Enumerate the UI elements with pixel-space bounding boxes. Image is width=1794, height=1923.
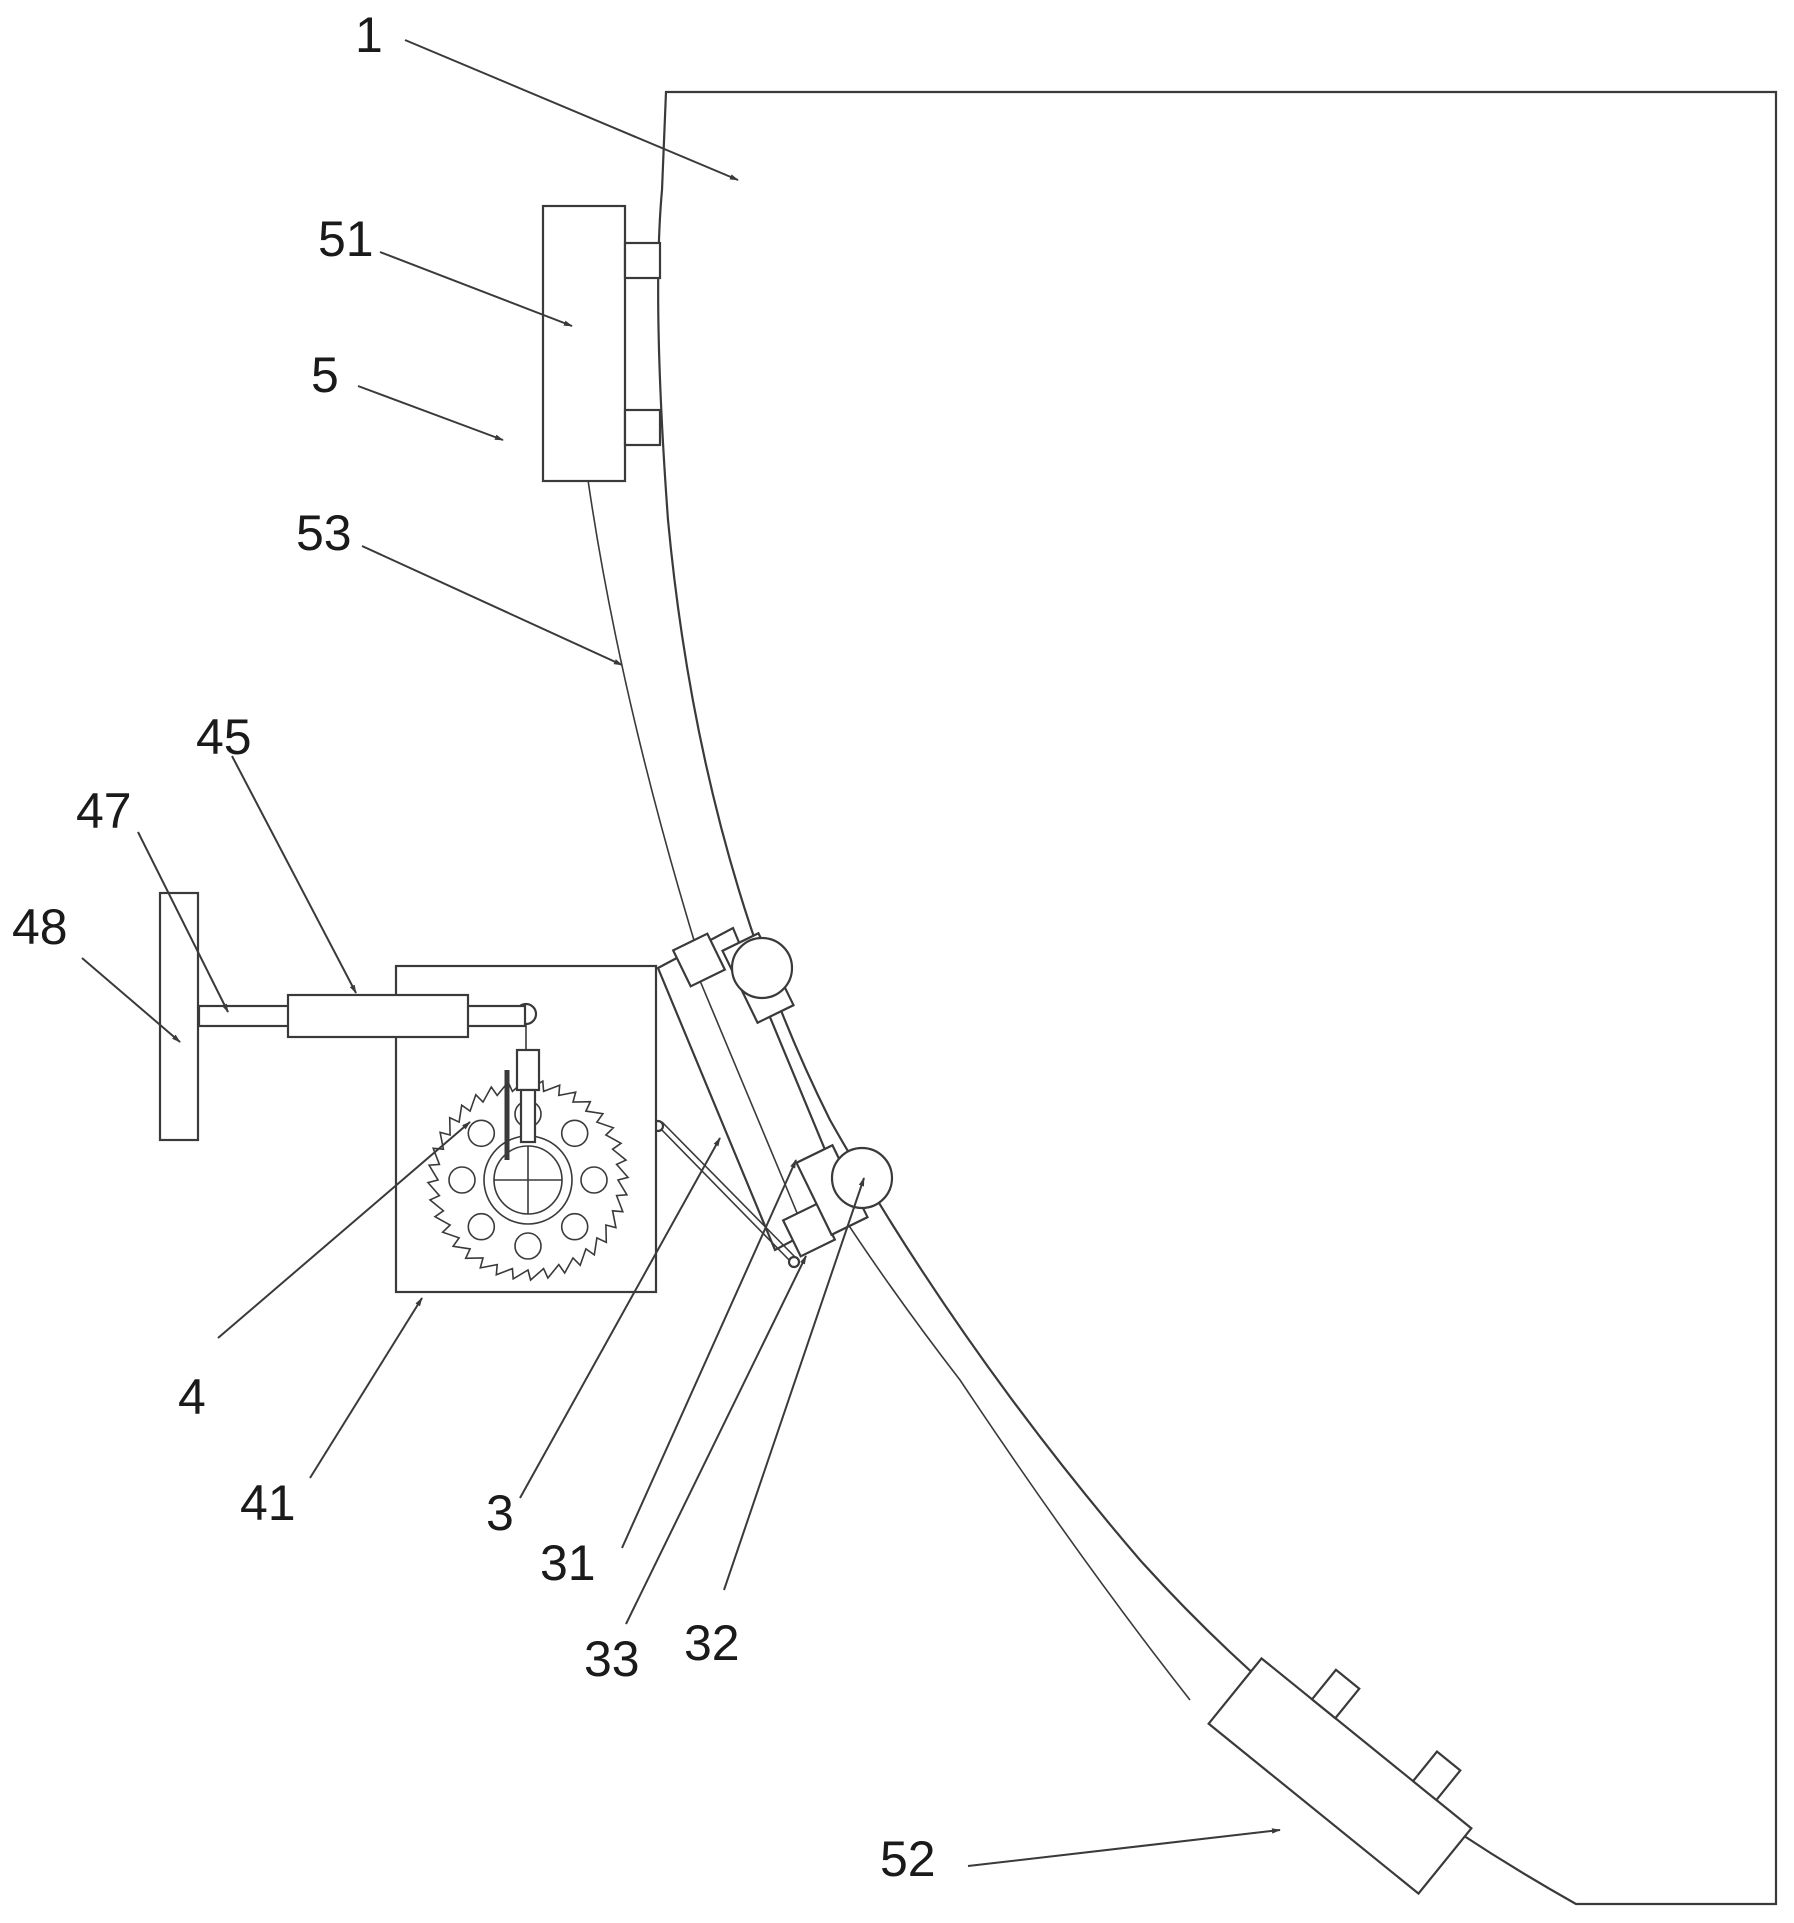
label-47: 47 xyxy=(76,783,132,839)
label-45: 45 xyxy=(196,709,252,765)
ratchet-hole xyxy=(467,1119,496,1148)
leader-47 xyxy=(137,831,229,1013)
ratchet-hole xyxy=(560,1119,589,1148)
label-51: 51 xyxy=(318,211,374,267)
label-5: 5 xyxy=(311,347,339,403)
leader-52 xyxy=(967,1828,1281,1867)
ratchet-hole xyxy=(448,1166,476,1194)
label-32: 32 xyxy=(684,1615,740,1671)
ratchet-hole xyxy=(467,1212,496,1241)
label-33: 33 xyxy=(584,1631,640,1687)
leader-31 xyxy=(621,1159,797,1549)
roller-top-icon xyxy=(730,936,794,1000)
label-48: 48 xyxy=(12,899,68,955)
top-clamp xyxy=(541,204,662,483)
label-31: 31 xyxy=(540,1535,596,1591)
ratchet-hole xyxy=(560,1212,589,1241)
leader-51 xyxy=(379,251,573,327)
ratchet-wheel-icon xyxy=(426,1078,630,1282)
bottom-clamp xyxy=(1207,1656,1473,1896)
label-1: 1 xyxy=(355,7,383,63)
leader-1 xyxy=(404,39,739,181)
trolley xyxy=(651,926,894,1269)
leader-45 xyxy=(231,755,357,994)
leader-33 xyxy=(625,1255,807,1625)
ratchet-hole xyxy=(580,1166,608,1194)
leader-53 xyxy=(361,545,623,666)
leader-32 xyxy=(723,1177,865,1591)
label-53: 53 xyxy=(296,505,352,561)
leader-3 xyxy=(519,1137,721,1499)
ratchet-hole xyxy=(514,1232,542,1260)
roller-bottom-icon xyxy=(830,1146,894,1210)
label-4: 4 xyxy=(178,1369,206,1425)
label-52: 52 xyxy=(880,1831,936,1887)
leader-41 xyxy=(309,1297,423,1479)
label-3: 3 xyxy=(486,1485,514,1541)
leader-4 xyxy=(217,1121,471,1339)
main-body xyxy=(657,90,1778,1906)
label-41: 41 xyxy=(240,1475,296,1531)
leader-5 xyxy=(357,385,504,441)
shaft-assembly xyxy=(158,891,527,1142)
leader-48 xyxy=(81,957,181,1043)
